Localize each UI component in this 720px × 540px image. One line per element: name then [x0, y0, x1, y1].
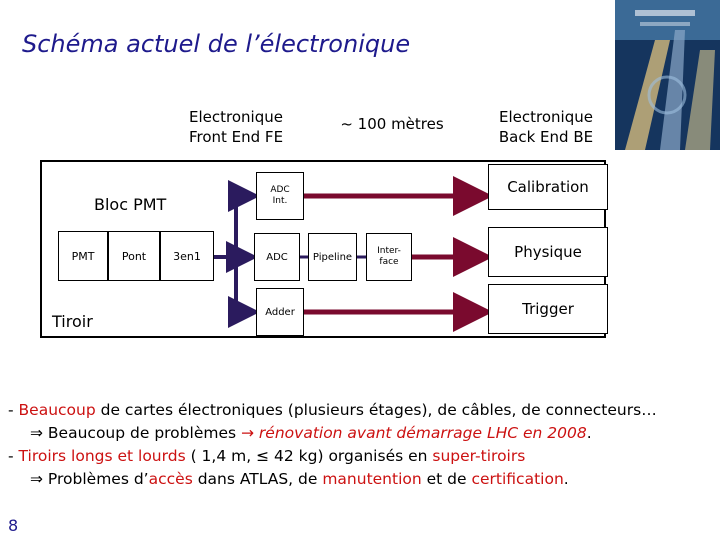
bullet-1-text: de cartes électroniques (plusieurs étage…	[95, 401, 657, 419]
slide-title: Schéma actuel de l’électronique	[22, 30, 411, 58]
bullet-4-text2: dans ATLAS, de	[192, 470, 323, 488]
front-end-header: Electronique Front End FE	[176, 107, 296, 147]
bullet-1-emph: Beaucoup	[18, 401, 96, 419]
arrow-to-adder	[228, 257, 260, 328]
front-end-header-line1: Electronique	[189, 108, 283, 126]
calibration-box: Calibration	[488, 164, 608, 210]
bullet-4-text4: .	[563, 470, 569, 488]
pmt-box: PMT	[58, 231, 108, 281]
bullet-3-emph2: super-tiroirs	[432, 447, 526, 465]
detector-photo	[615, 0, 720, 150]
adc-box: ADC	[254, 233, 300, 281]
bullet-2-arrow-symbol: →	[241, 424, 254, 442]
back-end-header: Electronique Back End BE	[488, 107, 604, 147]
physique-box: Physique	[488, 227, 608, 277]
bullet-4-text1: Problèmes d’	[43, 470, 149, 488]
bullet-4-text3: et de	[421, 470, 472, 488]
bullet-list: - Beaucoup de cartes électroniques (plus…	[8, 399, 716, 491]
pipeline-box: Pipeline	[308, 233, 357, 281]
bullet-1-dash: -	[8, 401, 19, 419]
adc-int-line2: Int.	[272, 196, 288, 206]
distance-label: ~ 100 mètres	[340, 115, 444, 133]
bullet-3-dash: -	[8, 447, 19, 465]
back-end-header-line2: Back End BE	[498, 128, 594, 146]
bullet-1: - Beaucoup de cartes électroniques (plus…	[8, 399, 716, 422]
bullet-2-emph: rénovation avant démarrage LHC en 2008	[254, 424, 587, 442]
bloc-pmt-label: Bloc PMT	[94, 195, 167, 214]
bullet-4-emph2: manutention	[322, 470, 422, 488]
bullet-4-emph3: certification	[471, 470, 564, 488]
bullet-2-text1: Beaucoup de problèmes	[43, 424, 241, 442]
bullet-3-emph1: Tiroirs longs et lourds	[18, 447, 186, 465]
detector-photo-graphic	[615, 0, 720, 150]
tiroir-label: Tiroir	[52, 312, 93, 331]
bullet-4: ⇒ Problèmes d’accès dans ATLAS, de manut…	[8, 468, 716, 491]
trigger-box: Trigger	[488, 284, 608, 334]
adc-int-line1: ADC	[270, 185, 290, 195]
adc-int-box: ADC Int.	[256, 172, 304, 220]
front-end-header-line2: Front End FE	[188, 128, 284, 146]
bullet-2-text2: .	[586, 424, 592, 442]
bullet-2: ⇒ Beaucoup de problèmes → rénovation ava…	[8, 422, 716, 445]
interface-box: Inter- face	[366, 233, 412, 281]
bullet-2-implies: ⇒	[30, 424, 43, 442]
page-number: 8	[8, 516, 19, 535]
pont-box: Pont	[108, 231, 160, 281]
interface-line2: face	[379, 257, 399, 267]
arrow-to-adc-int	[214, 180, 260, 259]
bullet-4-emph1: accès	[148, 470, 193, 488]
interface-line1: Inter-	[377, 246, 401, 256]
back-end-header-line1: Electronique	[499, 108, 593, 126]
bullet-4-implies: ⇒	[30, 470, 43, 488]
adder-box: Adder	[256, 288, 304, 336]
bullet-3-text: ( 1,4 m, ≤ 42 kg) organisés en	[185, 447, 433, 465]
bullet-3: - Tiroirs longs et lourds ( 1,4 m, ≤ 42 …	[8, 445, 716, 468]
3en1-box: 3en1	[160, 231, 214, 281]
